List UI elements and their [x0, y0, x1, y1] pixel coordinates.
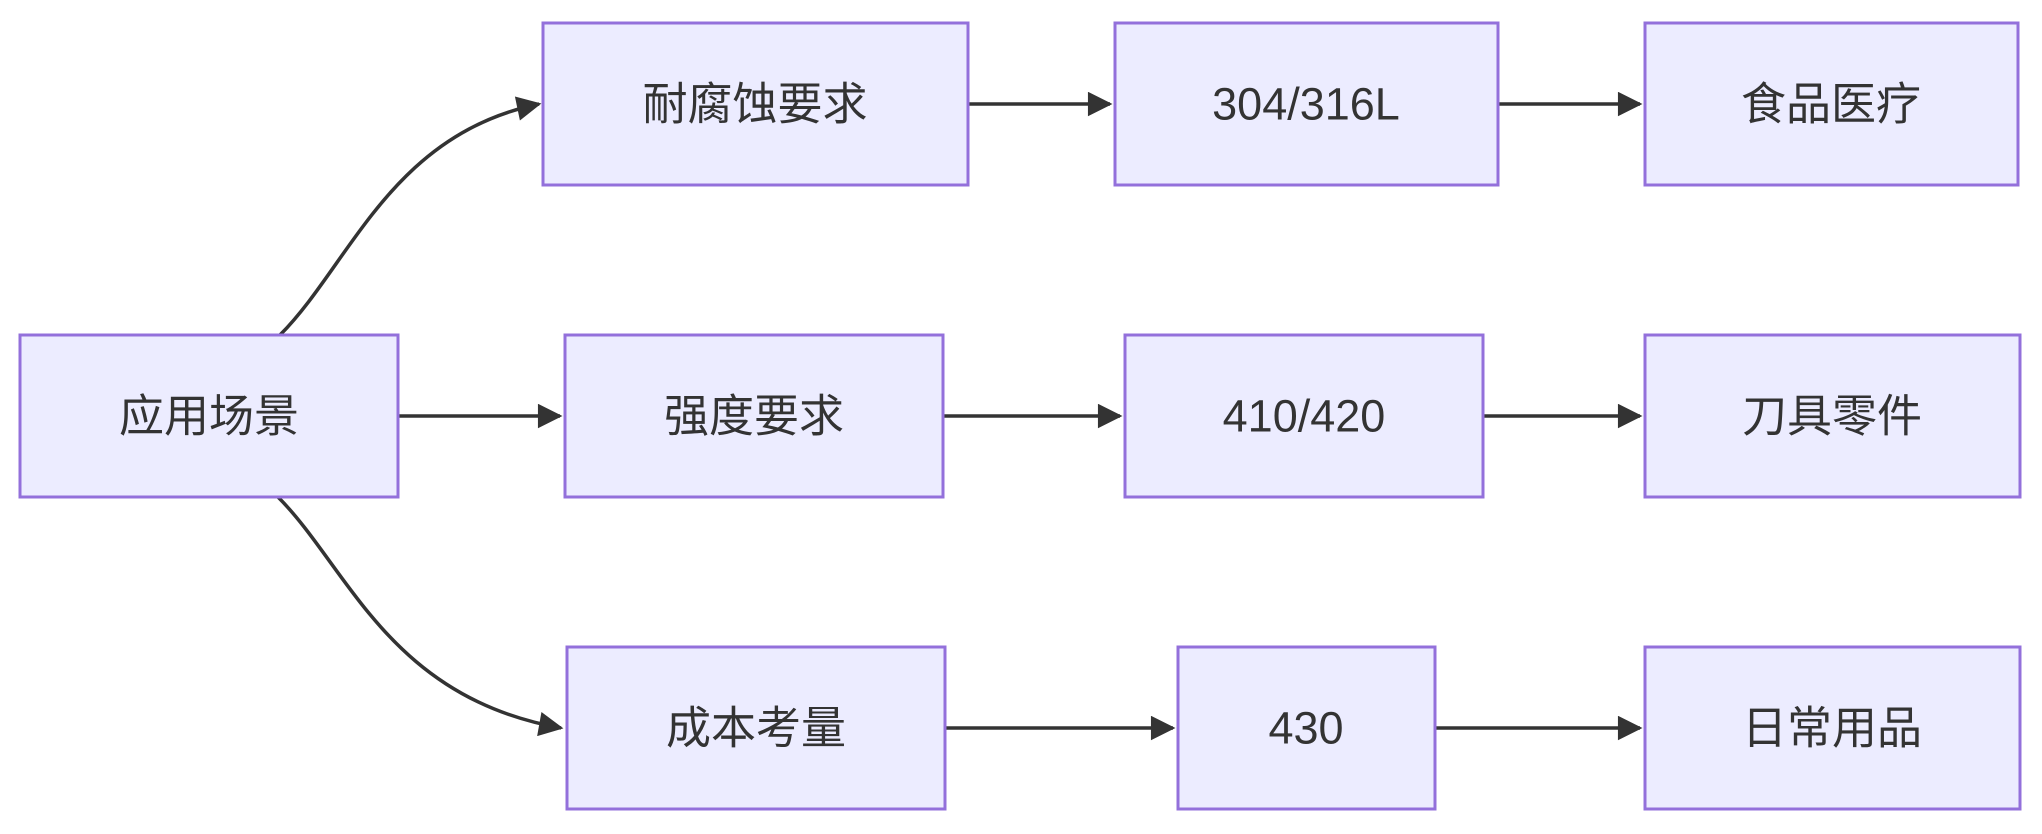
- node-grade-410-420: 410/420: [1123, 333, 1485, 499]
- edge-root-to-cost: [276, 495, 564, 737]
- node-cost-consideration: 成本考量: [565, 645, 947, 811]
- node-food-medical-box: [1643, 21, 2020, 187]
- node-grade-304-316l-box: [1113, 21, 1500, 187]
- node-cost-consideration-box: [565, 645, 947, 811]
- node-grade-304-316l: 304/316L: [1113, 21, 1500, 187]
- node-grade-410-420-label: 410/420: [1223, 391, 1386, 442]
- node-strength-requirement: 强度要求: [563, 333, 945, 499]
- node-corrosion-requirement-box: [541, 21, 970, 187]
- node-daily-goods-label: 日常用品: [1742, 703, 1922, 754]
- node-application-scenario-box: [18, 333, 400, 499]
- node-grade-430: 430: [1176, 645, 1437, 811]
- node-application-scenario: 应用场景: [18, 333, 400, 499]
- node-daily-goods-box: [1643, 645, 2022, 811]
- node-grade-410-420-box: [1123, 333, 1485, 499]
- node-grade-430-label: 430: [1268, 703, 1343, 754]
- node-food-medical-label: 食品医疗: [1741, 79, 1921, 130]
- node-strength-requirement-label: 强度要求: [664, 391, 844, 442]
- node-strength-requirement-box: [563, 333, 945, 499]
- node-daily-goods: 日常用品: [1643, 645, 2022, 811]
- node-corrosion-requirement: 耐腐蚀要求: [541, 21, 970, 187]
- node-knife-parts-label: 刀具零件: [1742, 391, 1922, 442]
- node-knife-parts-box: [1643, 333, 2022, 499]
- node-knife-parts: 刀具零件: [1643, 333, 2022, 499]
- node-food-medical: 食品医疗: [1643, 21, 2020, 187]
- node-application-scenario-label: 应用场景: [119, 391, 299, 442]
- node-corrosion-requirement-label: 耐腐蚀要求: [642, 79, 867, 130]
- node-cost-consideration-label: 成本考量: [666, 703, 846, 754]
- edge-root-to-corrosion: [278, 96, 542, 337]
- node-grade-430-box: [1176, 645, 1437, 811]
- node-grade-304-316l-label: 304/316L: [1212, 79, 1400, 130]
